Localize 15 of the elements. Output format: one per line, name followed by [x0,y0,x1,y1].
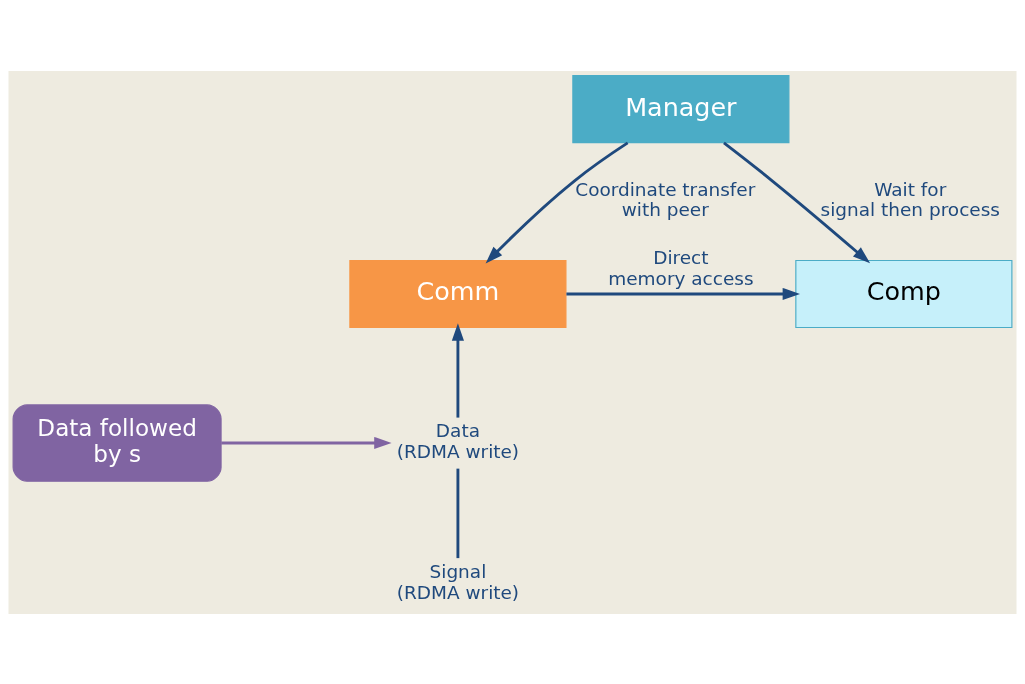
connector [456,468,460,558]
node-box: Comm [349,259,567,328]
node-text: Signal (RDMA write) [396,560,520,603]
node-box: Manager [572,74,790,143]
edge-label: Direct memory access [608,246,754,288]
arrow [723,141,871,263]
arrow [485,141,629,263]
arrow [566,287,800,300]
node-text: Data (RDMA write) [396,419,520,462]
arrow [221,436,392,449]
node-box: Data followed by s [12,403,222,482]
edge-label: Coordinate transfer with peer [575,178,756,220]
edge-label: Wait for signal then process [820,178,1000,220]
node-box: Comp [795,259,1013,328]
arrow [451,322,464,418]
